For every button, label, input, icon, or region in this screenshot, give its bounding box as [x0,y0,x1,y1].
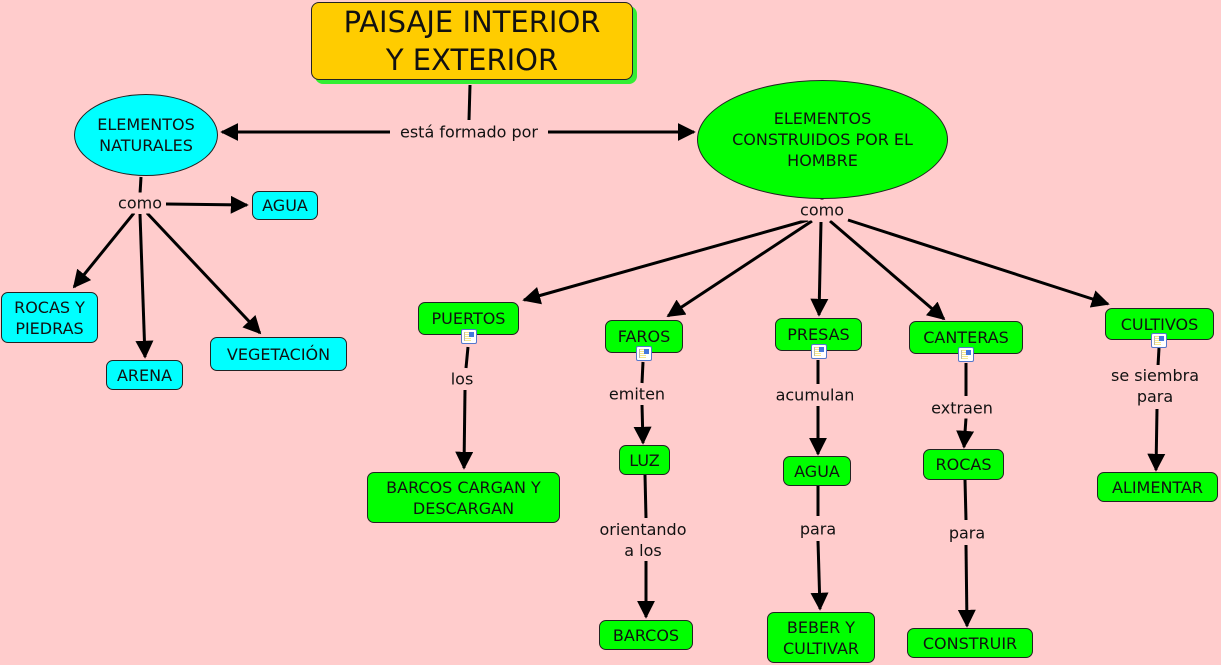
arrow-puertos [522,218,809,305]
link-emiten[interactable]: emiten [606,383,668,405]
concept-alimentar[interactable]: ALIMENTAR [1097,472,1218,502]
arrow-vegetacion [145,211,262,335]
resource-icon[interactable] [461,329,477,344]
concept-presas[interactable]: PRESAS [775,318,862,351]
link-orientando-a-los[interactable]: orientando a los [597,519,689,561]
link-para-canteras[interactable]: para [946,522,988,544]
concept-elementos-naturales[interactable]: ELEMENTOS NATURALES [74,94,218,176]
concept-agua[interactable]: AGUA [783,456,851,486]
concept-rocas[interactable]: ROCAS [923,449,1004,480]
arrow-rocas [956,417,975,449]
concept-luz[interactable]: LUZ [619,445,670,475]
arrow-canteras [829,219,946,321]
concept-elementos-construidos[interactable]: ELEMENTOS CONSTRUIDOS POR EL HOMBRE [697,80,948,199]
resource-icon[interactable] [811,344,827,359]
concept-construir[interactable]: CONSTRUIR [907,628,1033,658]
concept-beber-y-cultivar[interactable]: BEBER Y CULTIVAR [767,612,875,663]
arrow-beber [810,540,829,611]
resource-icon[interactable] [636,346,652,361]
link-extraen[interactable]: extraen [929,397,995,419]
resource-icon[interactable] [958,347,974,362]
line-luz-orientando [643,474,648,519]
link-los[interactable]: los [448,368,476,390]
arrow-arena [135,213,154,359]
line-puertos-los [464,346,470,369]
arrow-agua-nat [165,195,249,214]
line-nat-como [138,176,143,195]
arrow-cultivos [847,218,1110,308]
arrow-faros [666,219,813,318]
arrow-presas [810,221,829,317]
arrow-barcos-cargan [455,389,474,470]
arrow-luz [633,404,652,445]
link-para-presas[interactable]: para [797,518,839,540]
link-como-naturales[interactable]: como [116,192,164,214]
link-esta-formado-por[interactable]: está formado por [397,121,541,143]
line-cultivos-siembra [1156,347,1161,367]
line-rocas-para [963,479,968,521]
resource-icon[interactable] [1151,333,1167,348]
concept-barcos-cargan[interactable]: BARCOS CARGAN Y DESCARGAN [367,472,560,523]
link-se-siembra-para[interactable]: se siembra para [1108,365,1202,407]
concept-agua-natural[interactable]: AGUA [252,191,318,220]
concept-arena[interactable]: ARENA [106,360,183,390]
concept-rocas-y-piedras[interactable]: ROCAS Y PIEDRAS [1,292,98,343]
concept-title[interactable]: PAISAJE INTERIOR Y EXTERIOR [311,2,633,80]
concept-puertos[interactable]: PUERTOS [418,302,519,335]
concept-canteras[interactable]: CANTERAS [909,321,1023,354]
concept-vegetacion[interactable]: VEGETACIÓN [210,337,347,371]
arrow-alimentar [1147,408,1166,472]
concept-cultivos[interactable]: CULTIVOS [1105,308,1214,340]
line-title-formado [467,84,472,121]
link-acumulan[interactable]: acumulan [773,384,857,406]
arrow-rocas-piedras [72,212,136,289]
line-faros-emiten [640,361,645,384]
concept-barcos[interactable]: BARCOS [599,620,693,650]
link-como-construidos[interactable]: como [798,199,846,221]
arrow-construir [957,544,976,628]
